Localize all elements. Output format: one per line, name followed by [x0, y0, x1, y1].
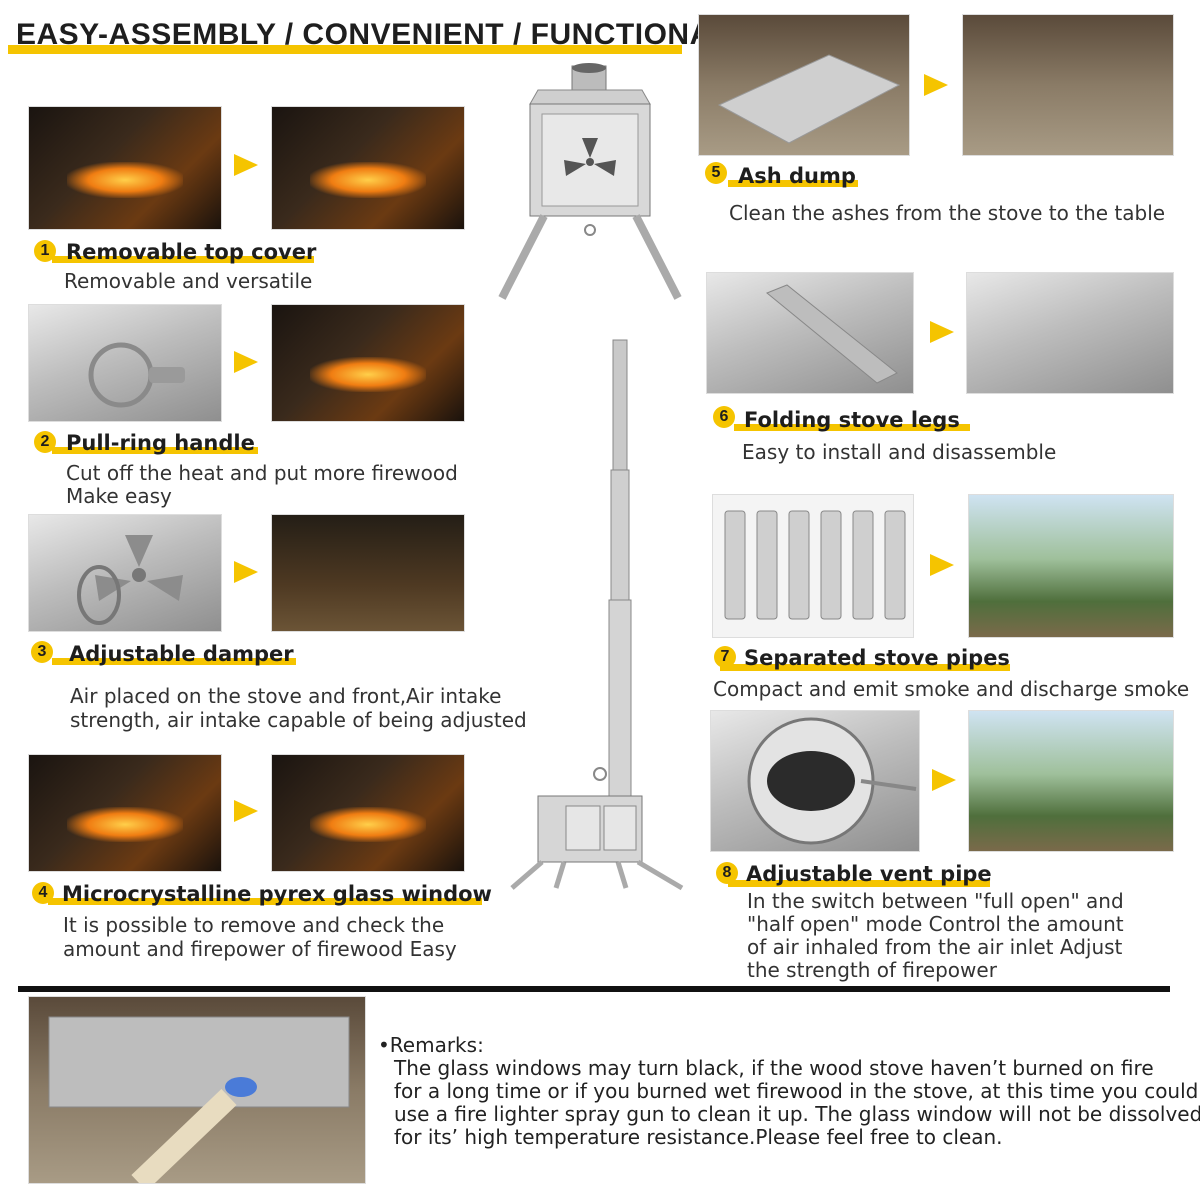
feature-underline [48, 898, 482, 905]
photo-top-cover-on [28, 106, 222, 230]
feature-underline [52, 658, 296, 665]
feature-underline [52, 256, 314, 263]
remarks-block: •Remarks: The glass windows may turn bla… [378, 1034, 1200, 1149]
feature-desc-line: Make easy [66, 484, 172, 508]
arrow-right-icon [930, 321, 954, 343]
feature-title: Pull-ring handle [66, 431, 255, 455]
feature-desc-line: Removable and versatile [64, 269, 313, 293]
photo-pull-ring [28, 304, 222, 422]
remarks-label: Remarks: [389, 1033, 484, 1057]
folding-leg-icon [766, 284, 898, 384]
photo-damper [28, 514, 222, 632]
remarks-line: for a long time or if you burned wet fir… [394, 1079, 1199, 1103]
photo-folding-leg-folded [966, 272, 1174, 394]
arrow-right-icon [932, 769, 956, 791]
photo-glass-window [28, 754, 222, 872]
feature-desc-line: amount and firepower of firewood Easy [63, 937, 457, 961]
arrow-right-icon [234, 800, 258, 822]
feature-title: Microcrystalline pyrex glass window [62, 882, 492, 906]
ash-tray-icon [717, 54, 901, 144]
remarks-line: The glass windows may turn black, if the… [394, 1056, 1154, 1080]
photo-top-cover-off [271, 106, 465, 230]
feature-underline [52, 447, 258, 454]
feature-desc-line: Compact and emit smoke and discharge smo… [713, 677, 1190, 701]
feature-desc-line: Easy to install and disassemble [742, 440, 1057, 464]
arrow-right-icon [234, 561, 258, 583]
feature-underline [728, 180, 858, 187]
feature-underline [734, 424, 970, 431]
title-underline [8, 45, 682, 54]
remarks-heading: •Remarks: [378, 1034, 1200, 1057]
feature-title: Folding stove legs [744, 408, 960, 432]
photo-pipes-in-use [968, 494, 1174, 638]
remarks-line: use a fire lighter spray gun to clean it… [394, 1102, 1200, 1126]
feature-title: Ash dump [738, 164, 856, 188]
stove-with-pipe-illustration [510, 339, 684, 891]
arrow-right-icon [930, 554, 954, 576]
photo-glass-window-open [271, 754, 465, 872]
feature-underline [720, 664, 1010, 671]
section-divider [18, 986, 1170, 992]
photo-ash-dump [698, 14, 910, 156]
feature-desc-line: Cut off the heat and put more firewood [66, 461, 458, 485]
photo-vent-pipe-in-use [968, 710, 1174, 852]
damper-fan-icon [77, 535, 183, 625]
feature-desc-line: Air placed on the stove and front,Air in… [70, 684, 502, 708]
vent-damper-icon [747, 717, 917, 845]
arrow-right-icon [234, 154, 258, 176]
photo-cleaning-glass [28, 996, 366, 1184]
feature-number-badge: 7 [714, 646, 736, 668]
feature-number-badge: 3 [31, 641, 53, 663]
feature-desc-line: strength, air intake capable of being ad… [70, 708, 527, 732]
bullet-icon: • [378, 1033, 390, 1057]
feature-number-badge: 6 [713, 406, 735, 428]
stove-front-illustration [498, 63, 682, 300]
feature-number-badge: 5 [705, 162, 727, 184]
remarks-line: for its’ high temperature resistance.Ple… [394, 1125, 1003, 1149]
feature-number-badge: 2 [34, 431, 56, 453]
spray-gun-icon [48, 1016, 350, 1183]
photo-damper-use [271, 514, 465, 632]
photo-pull-ring-use [271, 304, 465, 422]
photo-ash-dump-open [962, 14, 1174, 156]
pipe-sections-icon [724, 510, 906, 620]
page-title: EASY-ASSEMBLY / CONVENIENT / FUNCTIONAL [16, 18, 731, 51]
arrow-right-icon [924, 74, 948, 96]
feature-number-badge: 1 [34, 240, 56, 262]
feature-number-badge: 8 [716, 862, 738, 884]
feature-title: Adjustable vent pipe [746, 862, 992, 886]
feature-title: Separated stove pipes [744, 646, 1010, 670]
photo-stove-pipes [712, 494, 914, 638]
feature-desc-line: the strength of firepower [747, 958, 997, 982]
feature-desc-line: In the switch between "full open" and [747, 889, 1124, 913]
feature-title: Removable top cover [66, 240, 317, 264]
feature-number-badge: 4 [32, 882, 54, 904]
feature-title: Adjustable damper [69, 642, 294, 666]
feature-underline [728, 880, 990, 887]
photo-vent-pipe [710, 710, 920, 852]
feature-desc-line: Clean the ashes from the stove to the ta… [729, 201, 1166, 225]
feature-desc-line: "half open" mode Control the amount [747, 912, 1124, 936]
arrow-right-icon [234, 351, 258, 373]
feature-desc-line: of air inhaled from the air inlet Adjust [747, 935, 1123, 959]
pull-ring-icon [88, 342, 185, 408]
feature-desc-line: It is possible to remove and check the [63, 913, 445, 937]
photo-folding-leg [706, 272, 914, 394]
